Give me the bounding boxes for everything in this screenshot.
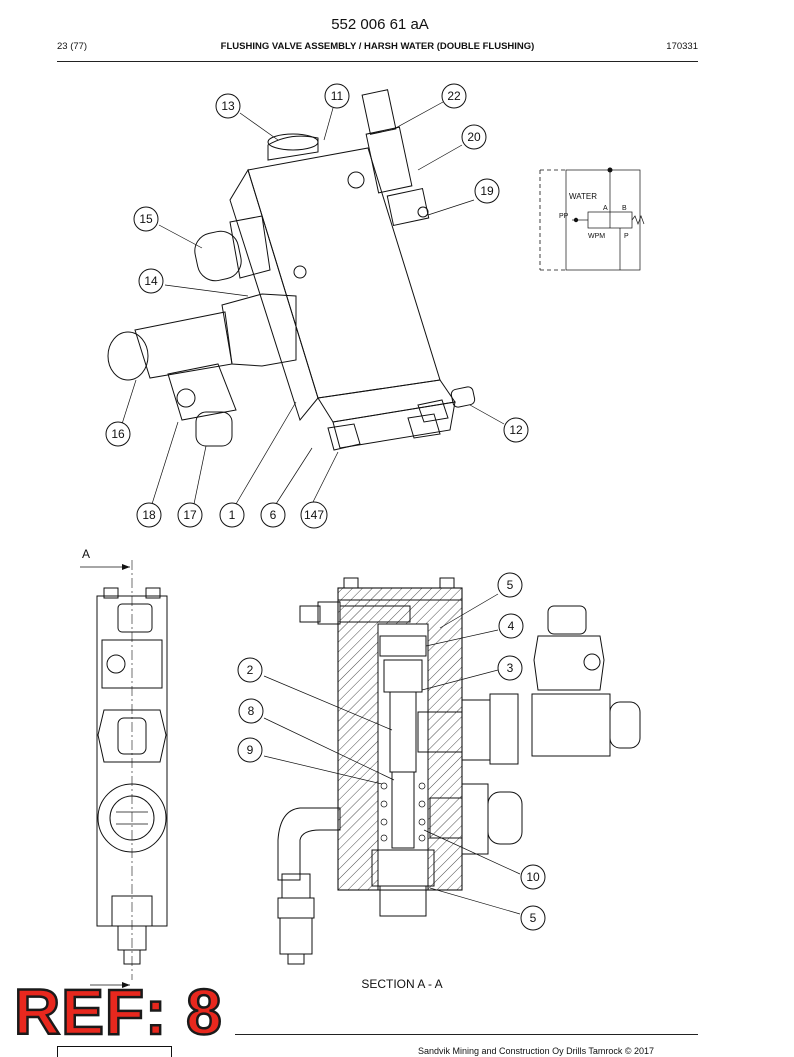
fitting-17 [195,411,233,447]
callout-number: 16 [111,427,125,441]
callout-18: 18 [136,502,162,528]
callout-number: 22 [447,89,461,103]
callout-number: 10 [526,870,540,884]
callout-number: 20 [467,130,481,144]
callout-number: 8 [248,704,255,718]
callout-number: 3 [507,661,514,675]
valve-cartridge-22 [361,89,397,135]
adjust-screw [417,206,429,218]
callout-number: 18 [142,508,156,522]
hydraulic-schematic [539,167,645,271]
section-view [277,577,523,965]
schematic-port-pp: PP [559,213,569,220]
tee-body [134,311,233,379]
header-rule [57,61,698,62]
ref-stamp: REF: 8 [13,976,223,1048]
callout-number: 13 [221,99,235,113]
section-caption: SECTION A - A [361,977,442,991]
tee-end-16 [107,331,149,381]
callout-number: 15 [139,212,153,226]
bolt-top [417,399,449,423]
fitting-15-nut [229,215,271,279]
callout-number: 14 [144,274,158,288]
callout-11: 11 [324,83,350,109]
valve-fitting-19 [386,187,430,227]
plug-mark [176,388,196,408]
valve-block-side [229,168,319,422]
document-title: FLUSHING VALVE ASSEMBLY / HARSH WATER (D… [220,41,535,52]
schematic-water-label: WATER [569,192,597,201]
fitting-12 [450,386,476,408]
callout-2: 2 [237,657,263,683]
view-marker-a: A [82,547,90,561]
block-hole-2 [293,265,307,279]
callout-number: 4 [508,619,515,633]
callout-number: 147 [304,508,324,522]
schematic-port-p: P [624,233,629,240]
callout-1: 1 [219,502,245,528]
schematic-port-a: A [603,205,608,212]
isometric-view [107,89,505,505]
callout-9: 9 [237,737,263,763]
bolt-6 [407,413,441,439]
fitting-14-nut [221,293,297,367]
top-fitting-cap [267,133,319,151]
schematic-frame [565,169,641,271]
callout-number: 17 [183,508,197,522]
callout-12: 12 [503,417,529,443]
schematic-wpm-label: WPM [588,233,605,240]
sandvik-logo [57,1046,172,1057]
callout-17: 17 [177,502,203,528]
callout-4: 4 [498,613,524,639]
valve-body-20 [365,126,413,194]
page-number: 23 (77) [57,41,88,52]
valve-block-bottom [332,401,456,449]
callout-number: 5 [507,578,514,592]
callout-13: 13 [215,93,241,119]
document-number: 552 006 61 aA [331,16,429,33]
callout-number: 2 [247,663,254,677]
tee-branch [167,363,237,421]
callout-number: 19 [480,184,494,198]
callout-147: 147 [300,501,328,529]
callout-number: 9 [247,743,254,757]
section-tee-fitting [531,605,641,757]
callout-5a: 5 [497,572,523,598]
document-date: 170331 [666,41,698,52]
bolt-147 [327,423,361,451]
callout-10: 10 [520,864,546,890]
callout-number: 6 [270,508,277,522]
callout-8: 8 [238,698,264,724]
callout-22: 22 [441,83,467,109]
block-hole [347,171,365,189]
footer-copyright: Sandvik Mining and Construction Oy Drill… [418,1046,655,1056]
callout-number: 1 [229,508,236,522]
callout-20: 20 [461,124,487,150]
callout-16: 16 [105,421,131,447]
callout-6: 6 [260,502,286,528]
callout-19: 19 [474,178,500,204]
callout-5b: 5 [520,905,546,931]
callout-number: 12 [509,423,523,437]
callout-15: 15 [133,206,159,232]
footer-rule [235,1034,698,1035]
callout-14: 14 [138,268,164,294]
fitting-15 [194,230,242,282]
side-view [80,560,168,988]
callout-3: 3 [497,655,523,681]
schematic-port-b: B [622,205,627,212]
callout-number: 11 [331,89,344,103]
callout-number: 5 [530,911,537,925]
